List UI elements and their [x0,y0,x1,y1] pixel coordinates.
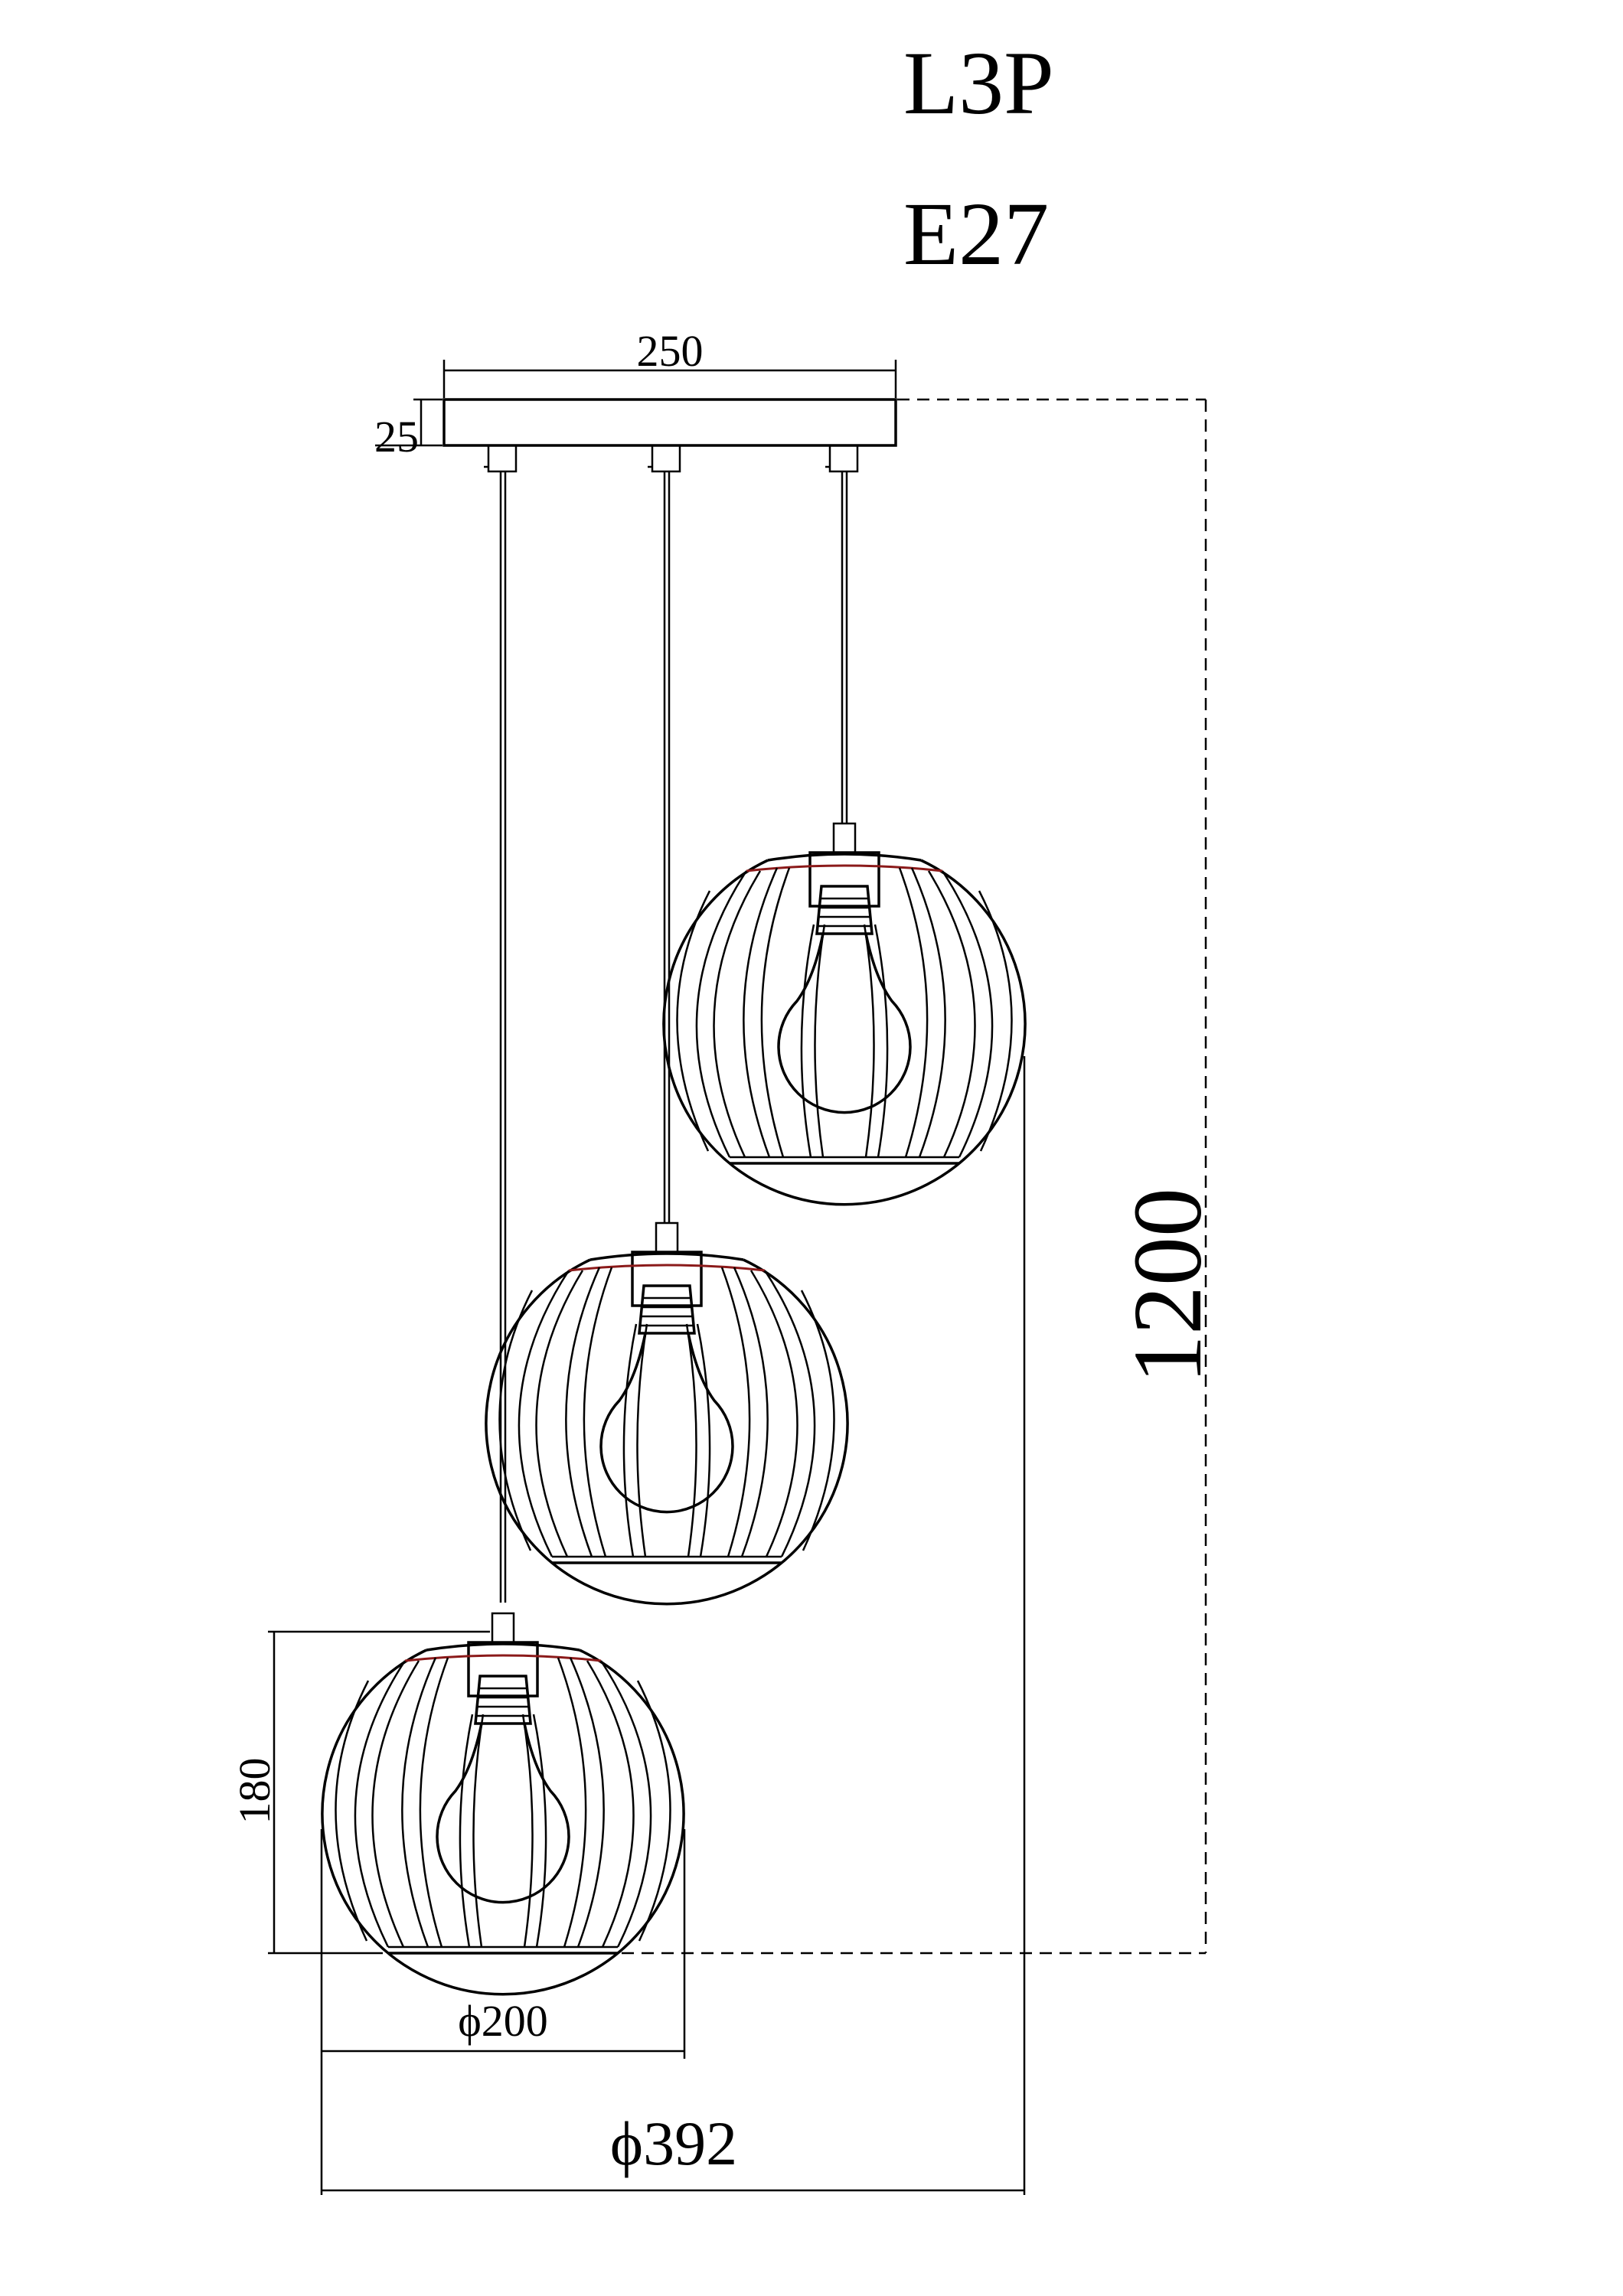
cord-left [484,444,518,1603]
model-label: L3P [903,33,1054,133]
pendant-cords [484,444,859,1603]
shade-height-label: 180 [230,1758,279,1825]
cord-middle [648,444,681,1223]
canopy-width-label: 250 [637,326,704,376]
canopy-height-dimension: 25 [374,398,442,461]
shade-height-dimension: 180 [230,1630,490,1955]
socket-label: E27 [903,184,1049,284]
canopy-height-label: 25 [374,412,419,461]
canopy [442,398,897,447]
overall-height-dimension: 1200 [622,398,1222,1955]
cord-right [825,444,859,823]
shade-bottom [321,1612,685,1996]
shade-middle [485,1221,849,1606]
canopy-width-dimension: 250 [442,326,897,398]
shade-diameter-dimension: ϕ200 [320,1829,686,2059]
shade-diameter-label: ϕ200 [458,1996,548,2046]
overall-diameter-dimension: ϕ392 [320,2059,1024,2195]
overall-diameter-label: ϕ392 [610,2108,737,2178]
shade-top [662,822,1027,1206]
overall-height-label: 1200 [1113,1188,1222,1384]
